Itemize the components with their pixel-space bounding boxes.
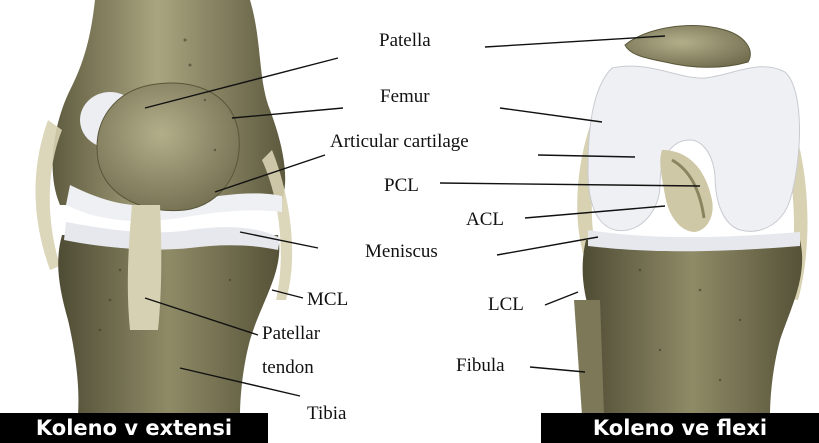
label-lcl: LCL — [488, 295, 524, 314]
label-pcl: PCL — [384, 176, 419, 195]
label-femur: Femur — [380, 87, 430, 106]
right-knee-illustration — [574, 26, 807, 415]
right-meniscus-shape — [588, 230, 800, 251]
label-meniscus: Meniscus — [365, 242, 438, 261]
caption-extension: Koleno v extensi — [0, 413, 268, 443]
left-tibia-shape — [58, 235, 279, 415]
label-patella: Patella — [379, 31, 431, 50]
lcl-leader-line — [545, 292, 578, 305]
label-mcl: MCL — [307, 290, 348, 309]
caption-flexion: Koleno ve flexi — [541, 413, 819, 443]
right-tibia-shape — [583, 240, 803, 415]
label-acl: ACL — [466, 210, 504, 229]
fibula-leader-line — [530, 367, 585, 372]
label-patellar-tendon-line2: tendon — [262, 358, 314, 377]
left-patellar-tendon-shape — [128, 205, 161, 330]
label-patellar-tendon-line1: Patellar — [262, 324, 320, 343]
label-tibia: Tibia — [307, 404, 346, 423]
label-articular-cartilage: Articular cartilage — [330, 132, 469, 151]
right-patella-shape — [625, 26, 750, 68]
right-cruciate-ligaments-shape — [660, 150, 712, 232]
left-knee-illustration — [35, 0, 292, 415]
pcl-leader-line — [440, 183, 700, 186]
right-fibula-shape — [574, 300, 604, 415]
label-fibula: Fibula — [456, 356, 505, 375]
femur-right-leader-line — [500, 108, 602, 122]
